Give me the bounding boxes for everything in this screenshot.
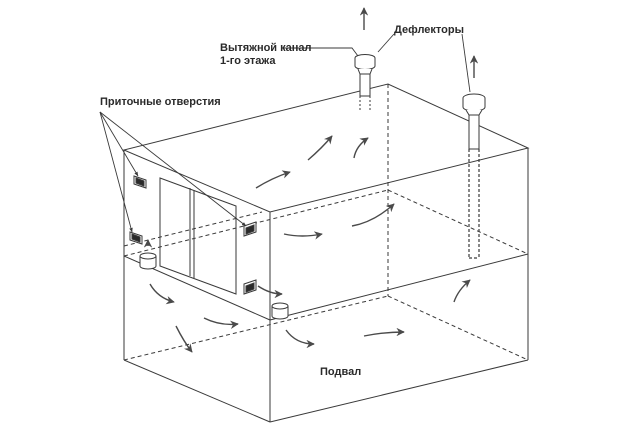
label-deflectors: Дефлекторы	[394, 24, 464, 36]
airflow-arrow	[203, 317, 239, 330]
exhaust-channel-right	[468, 149, 480, 259]
hidden-bottom-right	[387, 295, 529, 361]
airflow-arrow	[363, 327, 405, 337]
supply-pointer-lines	[99, 111, 247, 233]
airflow-arrow	[351, 203, 395, 227]
airflow-arrow	[255, 170, 291, 189]
floor-vent-left	[139, 252, 157, 270]
vent-icon	[243, 221, 257, 237]
hidden-edges	[123, 84, 529, 361]
supply-vents	[129, 175, 257, 295]
airflow-arrow	[257, 285, 283, 299]
airflow-arrow	[149, 283, 175, 305]
airflow-arrow	[353, 137, 369, 159]
airflow-arrow	[283, 231, 323, 240]
hidden-mid-left	[123, 211, 263, 247]
vent-icon	[129, 231, 143, 245]
bottom-left	[123, 359, 271, 423]
bottom-front	[269, 359, 529, 423]
airflow-arrow	[307, 135, 333, 161]
floor-vent-right	[271, 302, 289, 320]
deflector-pointer-lines	[282, 33, 471, 93]
airflow-arrow	[285, 329, 315, 349]
label-exhaust-channel-line2: 1-го этажа	[220, 55, 276, 67]
exhaust-channel-left	[359, 96, 371, 112]
label-supply-openings: Приточные отверстия	[100, 96, 221, 108]
label-basement: Подвал	[320, 366, 362, 378]
hidden-bottom-left	[123, 295, 389, 361]
door	[159, 177, 237, 295]
vent-icon	[243, 279, 257, 295]
airflow-arrow	[175, 325, 193, 353]
floor-line-right	[269, 253, 529, 321]
vent-icon	[133, 175, 147, 189]
airflow-arrows	[143, 7, 479, 353]
deflector-right	[462, 93, 486, 150]
airflow-arrow	[453, 279, 471, 303]
hidden-floor-right	[387, 189, 529, 255]
label-exhaust-channel: Вытяжной канал 1-го этажа	[220, 42, 312, 68]
deflector-left	[354, 54, 376, 97]
label-exhaust-channel-line1: Вытяжной канал	[220, 42, 312, 54]
